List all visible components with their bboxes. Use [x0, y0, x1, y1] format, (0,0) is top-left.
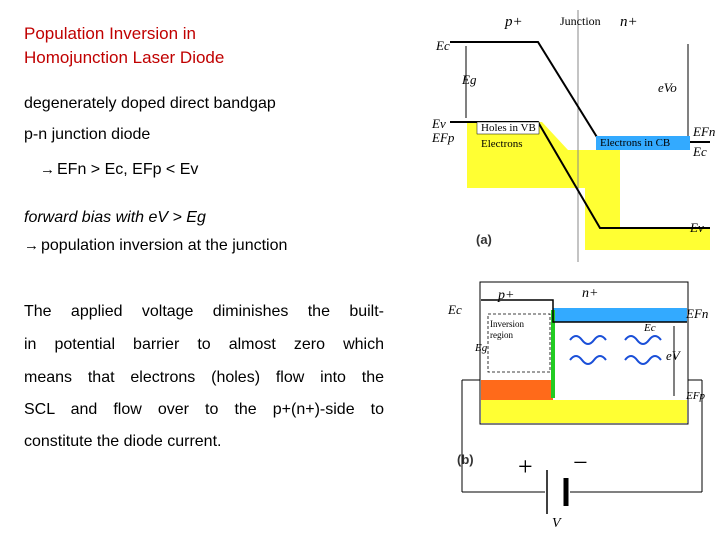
panel-a-label: (a) [476, 232, 492, 247]
photon-wave-2 [569, 355, 607, 365]
efp-label: EFp [432, 130, 455, 145]
efn-label-b: EFn [686, 306, 709, 321]
text-line-fermi: →EFn > Ec, EFp < Ev [40, 161, 199, 178]
title-line-2: Homojunction Laser Diode [24, 48, 225, 67]
arrow-icon: → [40, 161, 55, 178]
text-line-diode: p-n junction diode [24, 126, 151, 143]
text-line-doping: degenerately doped direct bandgap [24, 95, 276, 112]
hole-region [481, 380, 553, 400]
ec-right-label: Ec [693, 144, 707, 159]
valence-fill-b [481, 400, 687, 423]
ec-right-label-b: Ec [644, 322, 656, 334]
ev-left-label: Ev [432, 116, 446, 131]
electrons-cb-fill [596, 136, 690, 150]
arrow-icon: → [24, 237, 39, 254]
junction-label: Junction [560, 14, 601, 28]
holes-label: Holes in VB [481, 122, 536, 134]
paragraph-line-3: means that electrons (holes) flow into t… [24, 369, 384, 386]
battery-minus-sign: − [573, 448, 588, 477]
paragraph-line-2: in potential barrier to almost zero whic… [24, 336, 384, 353]
n-region-label: n+ [620, 14, 638, 30]
slide-title: Population Inversion in Homojunction Las… [24, 22, 324, 70]
electron-region [553, 308, 687, 322]
paragraph-line-1: The applied voltage diminishes the built… [24, 303, 384, 320]
ec-label-b: Ec [448, 302, 462, 317]
paragraph-line-4: SCL and flow over to the p+(n+)-side to [24, 401, 384, 418]
inversion-region-label: Inversion region [490, 319, 524, 340]
paragraph-line-5: constitute the diode current. [24, 433, 222, 450]
holes-fill [476, 121, 540, 135]
ev-label-b: eV [666, 348, 680, 363]
eg-label: Eg [462, 72, 477, 87]
ec-label: Ec [436, 38, 450, 53]
efp-label-b: EFp [686, 390, 705, 402]
battery-plus-sign: + [518, 452, 533, 481]
efn-label: EFn [693, 124, 716, 139]
photon-wave-1 [569, 335, 607, 345]
voltage-label: V [552, 516, 561, 531]
electrons-cb-label: Electrons in CB [600, 137, 671, 149]
band-diagram-a [450, 10, 710, 262]
title-line-1: Population Inversion in [24, 24, 197, 43]
n-region-label-b: n+ [582, 286, 599, 301]
electrons-label: Electrons [481, 138, 523, 150]
text-line-inversion: →population inversion at the junction [24, 237, 288, 254]
p-region-label: p+ [505, 14, 523, 30]
p-region-label-b: p+ [498, 288, 515, 303]
ev-right-label: Ev [690, 220, 704, 235]
evo-label: eVo [658, 80, 677, 95]
panel-b-label: (b) [457, 452, 474, 467]
photon-wave-3 [624, 335, 662, 345]
photon-wave-4 [624, 355, 662, 365]
valence-fill [467, 122, 710, 250]
inversion-box [487, 313, 551, 373]
conduction-edge-b [481, 299, 687, 323]
band-diagram-b [461, 281, 703, 514]
eg-label-b: Eg [475, 342, 488, 354]
text-line-bias: forward bias with eV > Eg [24, 209, 206, 226]
